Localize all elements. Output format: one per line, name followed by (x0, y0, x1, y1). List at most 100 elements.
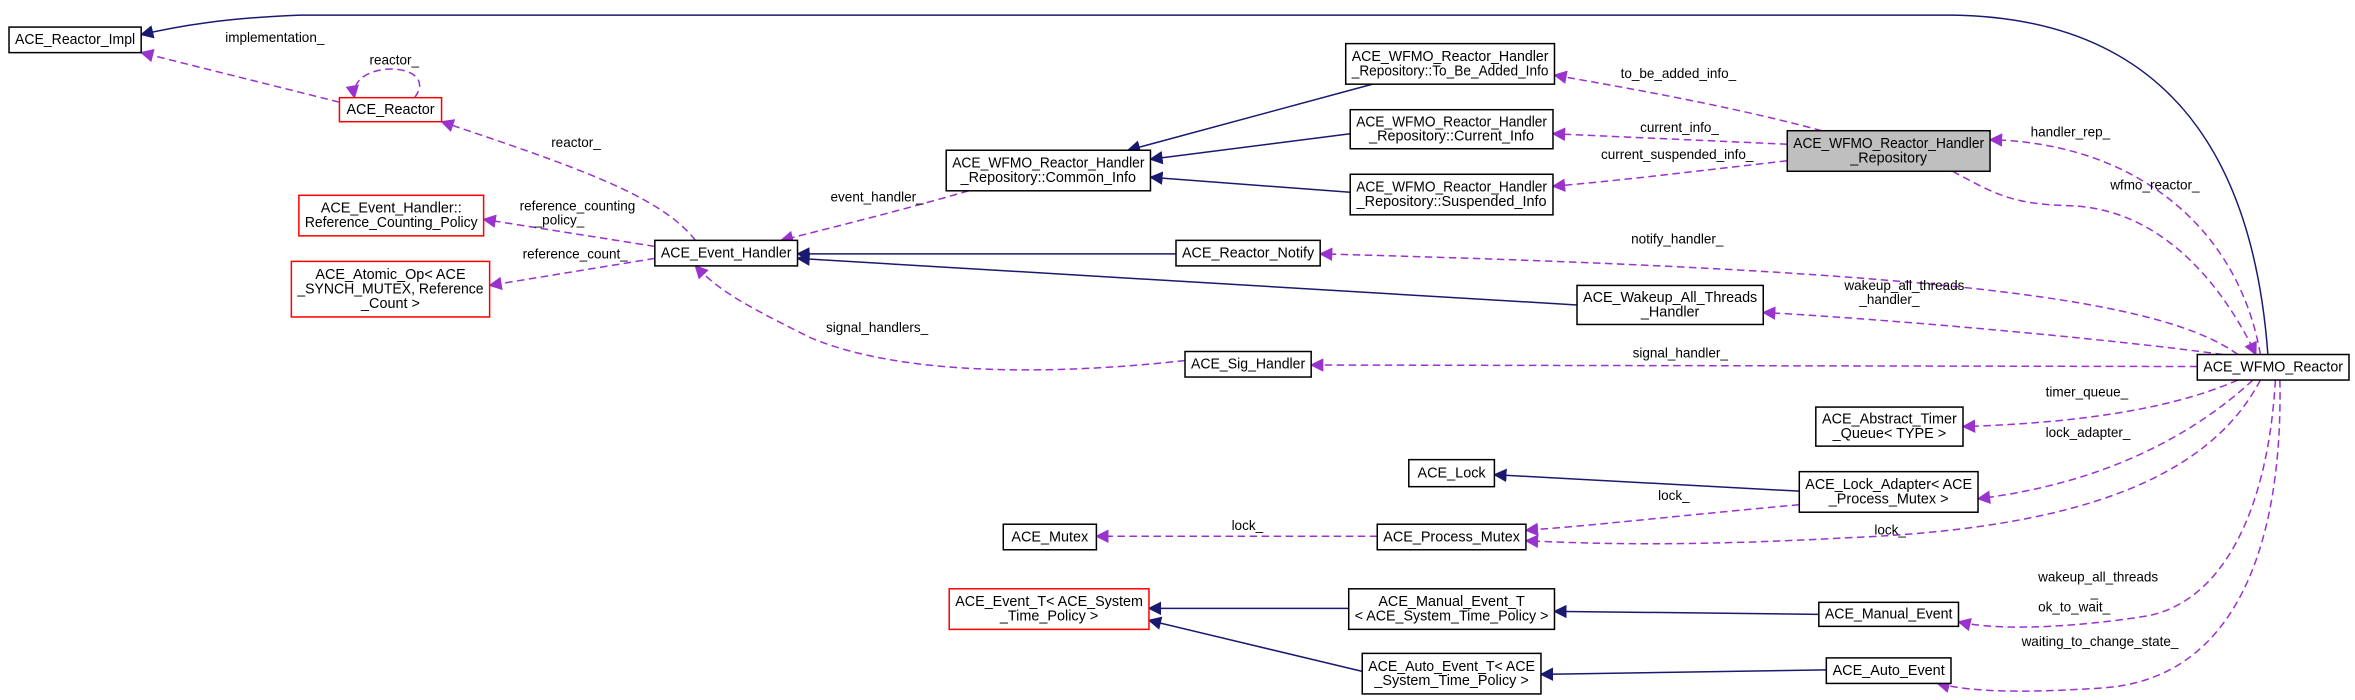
node-box[interactable] (290, 260, 491, 318)
node-box[interactable] (1798, 470, 1979, 513)
node-label: ACE_WFMO_Reactor (2203, 360, 2343, 376)
edge-repo-to-current: current_info_ (1551, 120, 1788, 145)
node-box[interactable] (654, 239, 799, 267)
edge-reactor-to-reactor: reactor_ (345, 53, 421, 100)
class-node-ace-wfmo-reactor-handler-repository-current-info[interactable]: ACE_WFMO_Reactor_Handler_Repository::Cur… (1349, 108, 1554, 150)
node-label: ACE_Atomic_Op< ACE (315, 267, 465, 283)
edge-repo-to-tobeadded: to_be_added_info_ (1553, 66, 1823, 132)
node-label: _Queue< TYPE > (1832, 426, 1946, 442)
node-label: ACE_Auto_Event (1833, 663, 1945, 679)
usage-arrow (1553, 70, 1823, 132)
inheritance-arrow (796, 252, 1578, 306)
inheritance-arrow (139, 14, 2269, 355)
class-node-ace-wfmo-reactor[interactable]: ACE_WFMO_Reactor (2196, 353, 2350, 381)
node-box[interactable] (945, 149, 1152, 192)
node-label: ACE_WFMO_Reactor_Handler (1356, 114, 1547, 130)
node-label: _Handler (1640, 304, 1700, 320)
class-node-ace-wakeup-all-threads-handler[interactable]: ACE_Wakeup_All_Threads_Handler (1576, 284, 1764, 326)
node-box[interactable] (2196, 353, 2350, 381)
edge-label: reactor_ (551, 135, 601, 150)
class-node-ace-event-handler[interactable]: ACE_Event_Handler (654, 239, 799, 267)
class-node-ace-auto-event[interactable]: ACE_Auto_Event (1825, 657, 1952, 685)
class-node-ace-wfmo-reactor-handler-repository-suspended-info[interactable]: ACE_WFMO_Reactor_Handler_Repository::Sus… (1349, 173, 1554, 216)
usage-arrow (1318, 247, 2239, 356)
edge-wfmo-to-sig: signal_handler_ (1309, 346, 2198, 372)
class-node-ace-manual-event-t-ace-system-time-policy[interactable]: ACE_Manual_Event_T< ACE_System_Time_Poli… (1347, 588, 1556, 631)
edge-label: reference_counting (520, 198, 636, 213)
node-box[interactable] (1361, 652, 1542, 695)
edge-label: _ (2090, 584, 2099, 599)
node-box[interactable] (1825, 657, 1952, 685)
node-box[interactable] (298, 194, 485, 237)
class-node-ace-abstract-timer-queue-type[interactable]: ACE_Abstract_Timer_Queue< TYPE > (1815, 406, 1964, 447)
class-node-ace-event-handler-reference-counting-policy[interactable]: ACE_Event_Handler::Reference_Counting_Po… (298, 194, 485, 237)
node-box[interactable] (338, 96, 443, 123)
class-node-ace-reactor-notify[interactable]: ACE_Reactor_Notify (1175, 239, 1321, 267)
inheritance-arrow (1126, 83, 1373, 154)
edge-label: waiting_to_change_state_ (2021, 634, 2179, 649)
node-label: ACE_Sig_Handler (1191, 357, 1305, 373)
node-box[interactable] (1184, 350, 1312, 378)
node-label: ACE_Process_Mutex (1383, 529, 1520, 545)
edge-reactor-to-impl: implementation_ (139, 30, 340, 103)
class-node-ace-auto-event-t-ace-system-time-policy[interactable]: ACE_Auto_Event_T< ACE_System_Time_Policy… (1361, 652, 1542, 695)
edge-eh-to-ehpolicy: reference_counting_policy_ (482, 198, 655, 248)
edge-label: lock_ (1658, 488, 1690, 503)
usage-arrow (1961, 379, 2239, 433)
class-node-ace-mutex[interactable]: ACE_Mutex (1002, 523, 1098, 551)
node-box[interactable] (1818, 601, 1960, 628)
class-node-ace-wfmo-reactor-handler-repository-to-be-added-info[interactable]: ACE_WFMO_Reactor_Handler_Repository::To_… (1344, 42, 1556, 85)
usage-arrow (1551, 127, 1788, 145)
class-node-ace-sig-handler[interactable]: ACE_Sig_Handler (1184, 350, 1312, 378)
node-label: ACE_WFMO_Reactor_Handler (1352, 49, 1549, 65)
edge-lockadapter-to-lock (1493, 468, 1800, 492)
node-box[interactable] (1347, 588, 1556, 631)
inheritance-arrow (1149, 171, 1351, 194)
edge-wakeup-to-eh (796, 252, 1578, 306)
edge-eh-to-reactor: reactor_ (440, 119, 696, 241)
node-box[interactable] (948, 588, 1150, 631)
node-box[interactable] (1576, 284, 1764, 326)
class-node-ace-wfmo-reactor-handler-repository-common-info[interactable]: ACE_WFMO_Reactor_Handler_Repository::Com… (945, 149, 1152, 192)
usage-arrow (1524, 503, 1800, 537)
node-box[interactable] (1349, 108, 1554, 150)
class-node-ace-event-t-ace-system-time-policy[interactable]: ACE_Event_T< ACE_System_Time_Policy > (948, 588, 1150, 631)
class-node-ace-reactor[interactable]: ACE_Reactor (338, 96, 443, 123)
node-box[interactable] (1175, 239, 1321, 267)
node-box[interactable] (1349, 173, 1554, 216)
node-label: _Process_Mutex > (1828, 491, 1949, 507)
node-box[interactable] (1002, 523, 1098, 551)
node-label: _Repository::To_Be_Added_Info (1351, 63, 1549, 79)
node-label: _Repository::Common_Info (960, 170, 1136, 186)
usage-arrow (1988, 133, 2262, 355)
edge-label: reactor_ (369, 53, 419, 68)
class-node-ace-wfmo-reactor-handler-repository[interactable]: ACE_WFMO_Reactor_Handler_Repository (1786, 129, 1991, 173)
node-box[interactable] (1408, 458, 1496, 488)
edge-repo-to-suspended: current_suspended_info_ (1551, 147, 1788, 192)
inheritance-arrow (1553, 604, 1819, 619)
class-node-ace-reactor-impl[interactable]: ACE_Reactor_Impl (8, 26, 142, 54)
node-box[interactable] (1786, 129, 1991, 173)
edge-label: timer_queue_ (2046, 385, 2129, 400)
edge-wfmo-to-procmutex: lock_ (1524, 379, 2262, 549)
node-label: _Repository::Current_Info (1368, 129, 1534, 145)
usage-arrow (488, 257, 655, 291)
node-box[interactable] (1376, 523, 1527, 551)
class-node-ace-manual-event[interactable]: ACE_Manual_Event (1818, 601, 1960, 628)
class-node-ace-lock[interactable]: ACE_Lock (1408, 458, 1496, 488)
class-node-ace-lock-adapter-ace-process-mutex[interactable]: ACE_Lock_Adapter< ACE_Process_Mutex > (1798, 470, 1979, 513)
node-label: ACE_WFMO_Reactor_Handler (1793, 136, 1984, 152)
class-node-ace-atomic-op-ace-synch-mutex-reference-count[interactable]: ACE_Atomic_Op< ACE_SYNCH_MUTEX, Referenc… (290, 260, 491, 318)
edge-lockadapter-to-procmutex: lock_ (1524, 488, 1800, 537)
node-label: ACE_Lock (1418, 465, 1487, 481)
edge-label: notify_handler_ (1631, 231, 1724, 246)
inheritance-arrow (1147, 616, 1363, 673)
node-box[interactable] (1344, 42, 1556, 85)
node-box[interactable] (8, 26, 142, 54)
edge-label: reference_count_ (523, 246, 629, 261)
node-box[interactable] (1815, 406, 1964, 447)
node-label: ACE_Wakeup_All_Threads (1583, 290, 1757, 306)
class-node-ace-process-mutex[interactable]: ACE_Process_Mutex (1376, 523, 1527, 551)
node-label: ACE_Auto_Event_T< ACE (1368, 659, 1535, 675)
